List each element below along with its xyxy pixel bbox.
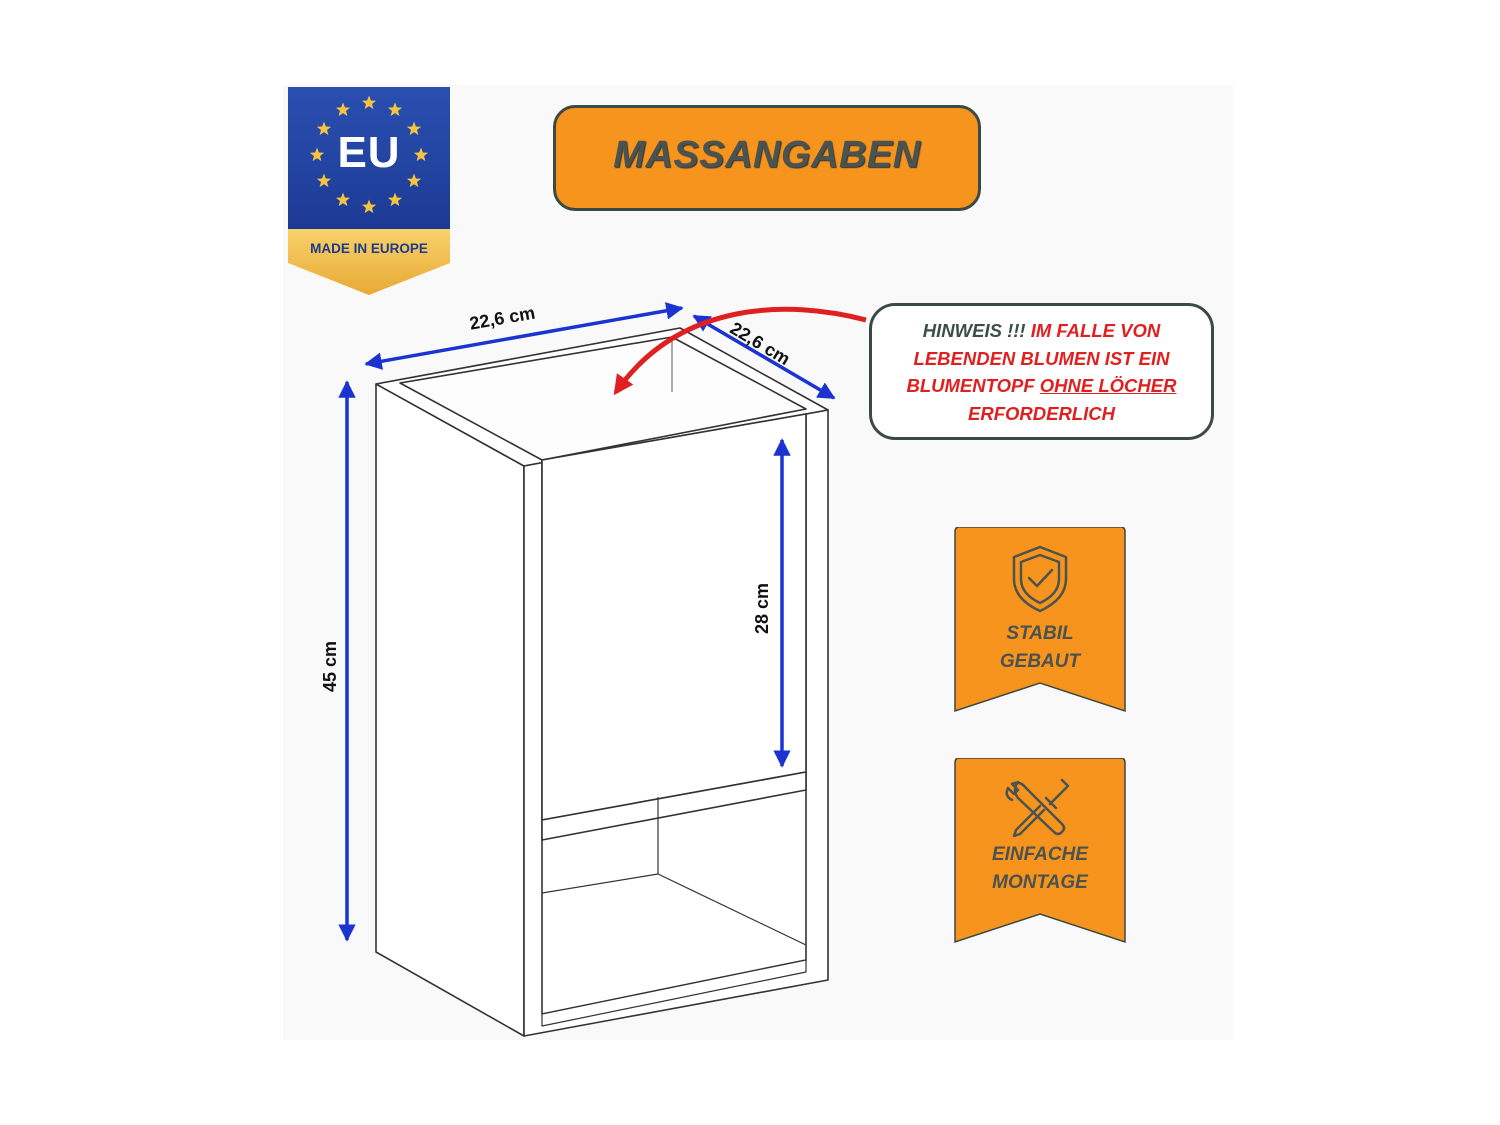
feature-stable-line1: STABIL: [1006, 623, 1074, 644]
feature-assembly-line1: EINFACHE: [991, 844, 1089, 865]
feature-assembly-line2: MONTAGE: [992, 872, 1088, 893]
shield-check-icon: [1012, 545, 1068, 613]
feature-ribbon-stable: [954, 527, 1126, 713]
note-text: HINWEIS !!! IM FALLE VON LEBENDEN BLUMEN…: [869, 317, 1214, 427]
feature-assembly-text: EINFACHE MONTAGE: [955, 841, 1125, 897]
width-arrow: [364, 302, 684, 370]
note-line3-underlined: OHNE LÖCHER: [1039, 375, 1177, 396]
page-title: MASSANGABEN: [613, 134, 921, 176]
eu-badge-icon: [288, 87, 450, 295]
feature-stable-line2: GEBAUT: [999, 651, 1081, 672]
depth-arrow: [692, 314, 836, 400]
made-in-europe-label: MADE IN EUROPE: [310, 241, 428, 256]
note-line3-start: BLUMENTOPF: [906, 375, 1040, 396]
star-icon: [406, 173, 422, 188]
shelf-side-panel: [375, 383, 525, 1037]
note-line1: IM FALLE VON: [1025, 320, 1161, 341]
shelf-bottom: [541, 959, 807, 1027]
note-box: [869, 303, 1214, 440]
star-icon: [361, 95, 377, 110]
star-icon: [413, 147, 429, 162]
title-box: [553, 105, 981, 211]
wrench-screwdriver-icon: [1005, 778, 1070, 838]
star-icon: [387, 102, 403, 116]
note-line4: ERFORDERLICH: [968, 402, 1115, 424]
star-icon: [387, 192, 403, 207]
height-label: 45 cm: [320, 640, 340, 692]
shelf-lower-divider: [541, 771, 807, 841]
feature-stable-text: STABIL GEBAUT: [955, 620, 1125, 676]
note-line2: LEBENDEN BLUMEN IST EIN: [913, 347, 1170, 369]
note-prefix: HINWEIS !!!: [922, 320, 1026, 341]
star-icon: [309, 147, 325, 162]
inner-height-label: 28 cm: [752, 582, 772, 634]
star-icon: [316, 173, 332, 188]
note-pointer-arrow: [613, 306, 867, 396]
star-icon: [335, 102, 351, 116]
star-icon: [335, 192, 351, 207]
feature-ribbon-assembly: [954, 758, 1126, 944]
star-icon: [316, 121, 332, 136]
star-icon: [406, 121, 422, 136]
eu-label: EU: [337, 128, 401, 177]
star-icon: [361, 199, 377, 214]
